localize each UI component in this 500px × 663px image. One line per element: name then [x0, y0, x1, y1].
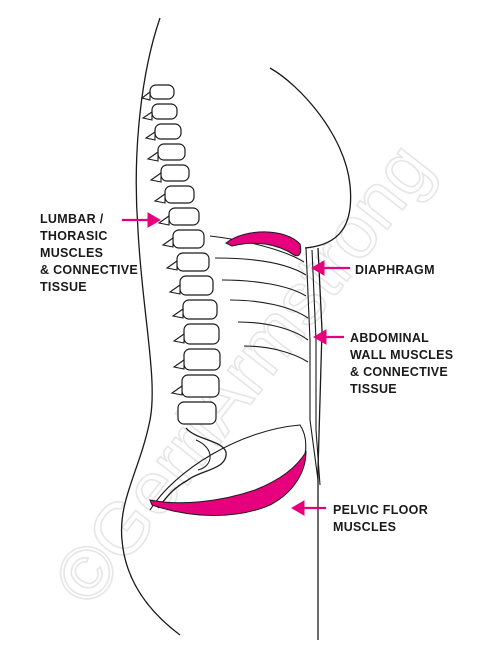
back-outline [120, 17, 181, 636]
sacrum-inner [195, 439, 211, 471]
front-body-line [317, 247, 323, 640]
label-abdominal-wall: ABDOMINAL WALL MUSCLES & CONNECTIVE TISS… [350, 330, 453, 398]
label-line: DIAPHRAGM [355, 263, 435, 277]
label-line: & CONNECTIVE [40, 263, 139, 277]
label-line: WALL MUSCLES [350, 348, 454, 362]
diaphragm-muscle [225, 231, 302, 257]
abdominal-wall-outer [311, 249, 321, 486]
label-line: TISSUE [350, 382, 397, 396]
label-line: & CONNECTIVE [350, 365, 449, 379]
pelvic-floor-muscle [149, 450, 307, 516]
label-line: MUSCLES [40, 246, 104, 260]
label-line: PELVIC FLOOR [333, 503, 429, 517]
label-line: ABDOMINAL [350, 331, 430, 345]
abdominal-wall-inner [305, 247, 319, 481]
sacrum [157, 427, 227, 509]
ribs [209, 235, 309, 363]
label-line: LUMBAR / [40, 212, 104, 226]
arrow-abdominal [313, 329, 344, 345]
label-diaphragm: DIAPHRAGM [355, 262, 435, 279]
label-lumbar-thorasic: LUMBAR / THORASIC MUSCLES & CONNECTIVE T… [40, 211, 138, 296]
vertebral-column [149, 84, 221, 425]
spinous-processes [140, 90, 185, 396]
label-line: MUSCLES [333, 520, 397, 534]
label-line: THORASIC [40, 229, 108, 243]
breast-outline [269, 67, 352, 249]
label-pelvic-floor: PELVIC FLOOR MUSCLES [333, 502, 428, 536]
label-line: TISSUE [40, 280, 87, 294]
arrow-diaphragm [311, 260, 350, 276]
arrow-pelvic [291, 500, 326, 516]
arrow-lumbar [122, 212, 161, 228]
